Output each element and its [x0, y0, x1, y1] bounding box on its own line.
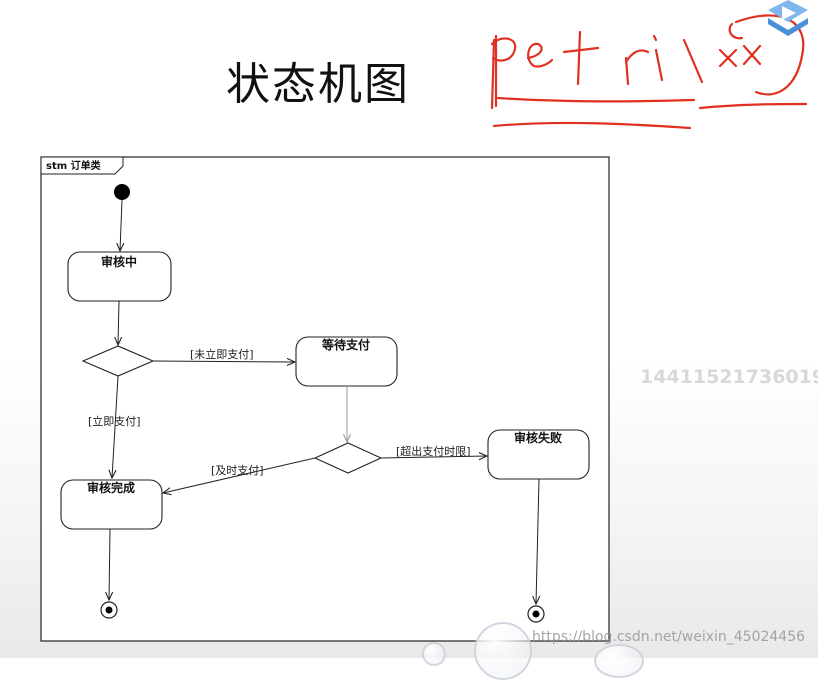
decorative-bubble: [422, 642, 446, 666]
stm-frame: [41, 157, 609, 641]
state-reviewing-label: 审核中: [101, 254, 137, 269]
guard-payment-timeout: [超出支付时限]: [396, 444, 471, 458]
state-review-complete-label: 审核完成: [87, 480, 135, 495]
stm-frame-label: stm 订单类: [46, 159, 101, 172]
initial-node: [114, 184, 130, 200]
final-node-failed: [528, 606, 544, 622]
guard-paid-immediately: [立即支付]: [88, 414, 141, 428]
state-machine-diagram: stm 订单类 审核中 [未立即支付] [立即支付] 等待支付 [超出支付时限]…: [0, 0, 818, 658]
decorative-bubble: [474, 622, 532, 680]
watermark-code: 14411521736019: [640, 366, 818, 388]
decorative-bubble: [594, 644, 644, 678]
watermark-url: https://blog.csdn.net/weixin_45024456: [532, 629, 805, 645]
guard-not-paid-immediately: [未立即支付]: [190, 347, 254, 361]
guard-paid-in-time: [及时支付]: [211, 464, 264, 477]
state-review-failed-label: 审核失败: [514, 430, 562, 445]
state-awaiting-payment-label: 等待支付: [321, 337, 370, 352]
final-node-complete: [101, 602, 117, 618]
